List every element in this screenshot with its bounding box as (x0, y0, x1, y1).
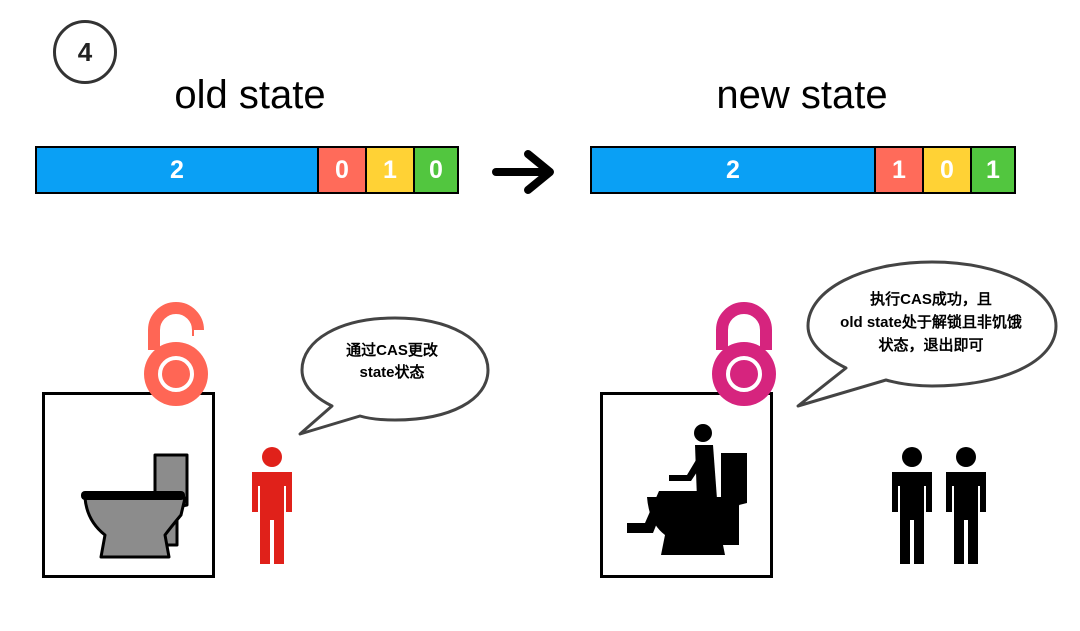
person-on-toilet-icon (627, 424, 747, 555)
toilet-icon (81, 453, 189, 559)
closed-lock-icon (712, 302, 776, 406)
left-bubble-line-1: 通过CAS更改 (346, 342, 438, 359)
person-icon (252, 447, 292, 564)
right-bubble-line-2: old state处于解锁且非饥饿 (840, 314, 1022, 331)
old-state-heading: old state (174, 73, 326, 117)
right-bubble-line-1: 执行CAS成功，且 (870, 291, 992, 308)
speech-bubble (298, 316, 490, 436)
new-bar-segment-0: 2 (592, 148, 874, 192)
right-bubble-line-3: 状态，退出即可 (878, 337, 984, 354)
old-state-bar: 2 0 1 0 (35, 146, 459, 194)
old-bar-segment-3: 0 (413, 148, 457, 192)
new-bar-segment-3: 1 (970, 148, 1014, 192)
new-bar-segment-2: 0 (922, 148, 970, 192)
right-stall-box (600, 392, 773, 578)
person-icon (946, 447, 986, 564)
left-bubble-line-2: state状态 (359, 364, 425, 381)
arrow-right-icon (492, 150, 554, 194)
person-icon (892, 447, 932, 564)
speech-bubble (796, 260, 1058, 408)
left-stall-box (42, 392, 215, 578)
new-state-bar: 2 1 0 1 (590, 146, 1016, 194)
new-bar-segment-1: 1 (874, 148, 922, 192)
right-bubble-text: 执行CAS成功，且 old state处于解锁且非饥饿 状态，退出即可 (815, 288, 1047, 357)
old-bar-segment-1: 0 (317, 148, 365, 192)
old-bar-segment-2: 1 (365, 148, 413, 192)
new-state-heading: new state (716, 73, 888, 117)
left-bubble-text: 通过CAS更改 state状态 (312, 340, 472, 384)
old-bar-segment-0: 2 (37, 148, 317, 192)
open-lock-icon (144, 302, 208, 406)
step-number-badge: 4 (53, 20, 117, 84)
